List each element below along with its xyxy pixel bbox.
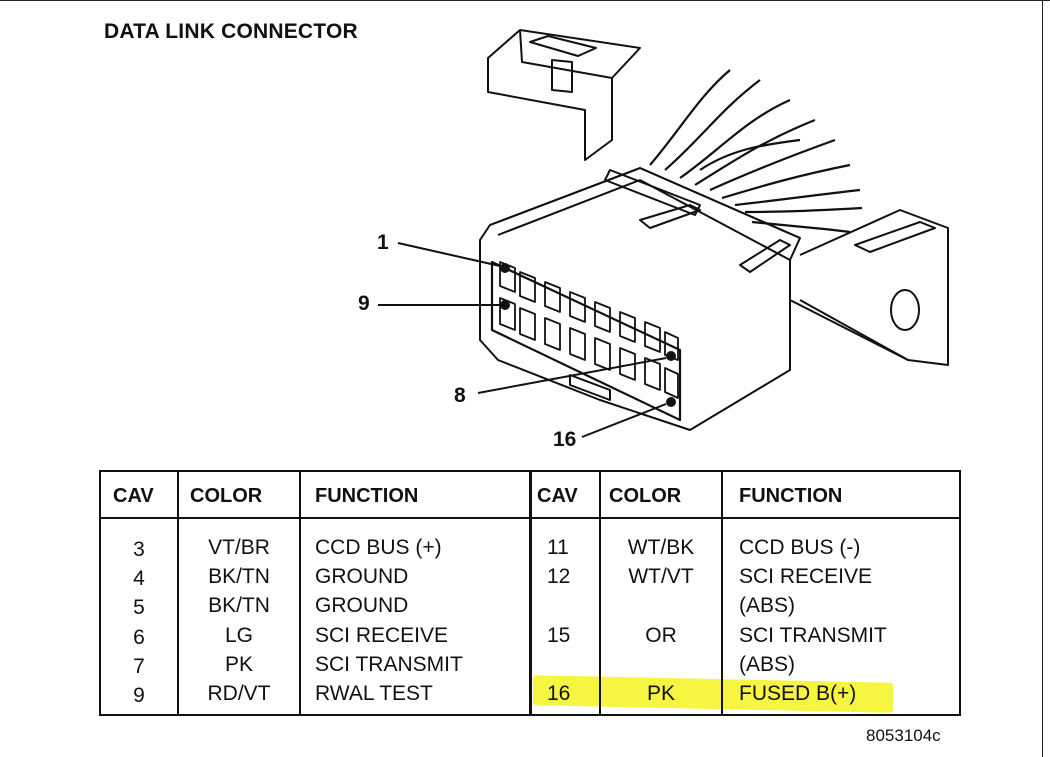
header-color: COLOR	[609, 485, 682, 507]
diagram-title: DATA LINK CONNECTOR	[104, 20, 358, 43]
column-divider	[529, 472, 532, 714]
function-cell: CCD BUS (+)	[315, 536, 442, 559]
cav-cell: 15	[547, 624, 571, 647]
color-cell: WT/BK	[627, 536, 695, 559]
cav-cell: 11	[547, 536, 569, 559]
color-cell: WT/VT	[628, 565, 694, 588]
cav-cell: 3	[133, 538, 145, 561]
function-cell: GROUND	[315, 565, 409, 588]
function-cell-continued: (ABS)	[739, 594, 796, 617]
cav-cell: 7	[133, 655, 145, 678]
function-cell-continued: (ABS)	[739, 653, 796, 676]
color-cell: PK	[224, 653, 253, 676]
column-divider	[721, 472, 723, 714]
leader-lines	[378, 242, 667, 438]
color-cell: BK/TN	[208, 565, 270, 588]
color-cell: RD/VT	[207, 682, 271, 705]
function-cell: SCI RECEIVE	[739, 565, 873, 588]
header-function: FUNCTION	[315, 485, 419, 507]
cav-cell: 9	[133, 684, 145, 707]
column-divider	[599, 472, 601, 714]
cav-cell: 4	[133, 567, 145, 590]
function-cell: RWAL TEST	[315, 682, 433, 705]
header-color: COLOR	[190, 485, 263, 507]
header-cav: CAV	[537, 485, 578, 507]
pinout-table: CAV COLOR FUNCTION CAV COLOR FUNCTION 3 …	[99, 470, 961, 716]
color-cell: VT/BR	[208, 536, 270, 559]
cav-cell: 5	[133, 596, 145, 619]
column-divider	[299, 472, 301, 714]
cav-cell: 16	[547, 682, 571, 705]
function-cell: SCI TRANSMIT	[315, 653, 463, 676]
cav-cell: 6	[133, 626, 145, 649]
callout-label-pin-1: 1	[377, 231, 389, 254]
connector-illustration	[378, 29, 949, 438]
callout-label-pin-9: 9	[358, 292, 370, 315]
cav-cell: 12	[547, 565, 571, 588]
color-cell: PK	[646, 682, 675, 705]
color-cell: OR	[645, 624, 677, 647]
function-cell: FUSED B(+)	[739, 682, 857, 705]
header-function: FUNCTION	[739, 485, 843, 507]
pin-row-bottom	[499, 297, 679, 399]
wire-bundle	[649, 69, 863, 234]
connector-face	[490, 260, 682, 422]
callout-label-pin-8: 8	[454, 384, 466, 407]
right-border-line	[1042, 0, 1043, 757]
pin-row-top	[499, 261, 679, 361]
function-cell: CCD BUS (-)	[739, 536, 861, 559]
function-cell: SCI TRANSMIT	[739, 624, 887, 647]
column-divider	[177, 472, 179, 714]
function-cell: GROUND	[315, 594, 409, 617]
callout-label-pin-16: 16	[553, 428, 577, 451]
header-cav: CAV	[113, 485, 154, 507]
figure-id: 8053104c	[866, 726, 941, 745]
callout-dots	[500, 263, 676, 407]
color-cell: LG	[224, 624, 253, 647]
top-border-line	[0, 0, 1050, 1]
top-bracket	[487, 29, 641, 161]
color-cell: BK/TN	[208, 594, 270, 617]
function-cell: SCI RECEIVE	[315, 624, 449, 647]
